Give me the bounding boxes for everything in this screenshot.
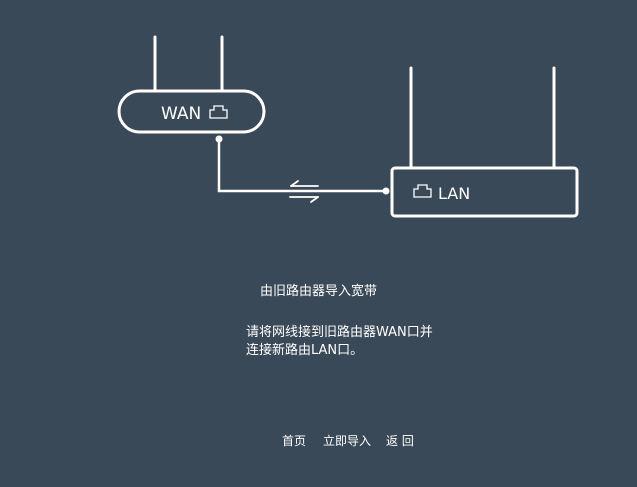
cable-end-wan — [215, 135, 223, 143]
bottom-navigation: 首页 立即导入 返 回 — [0, 433, 637, 451]
wan-port-label: WAN — [161, 104, 201, 124]
wan-port-icon — [209, 105, 228, 119]
instruction-line-2: 连接新路由LAN口。 — [246, 343, 364, 358]
network-cable — [217, 140, 386, 193]
new-router — [390, 66, 579, 218]
back-link[interactable]: 返 回 — [386, 434, 414, 448]
import-now-link[interactable]: 立即导入 — [323, 434, 372, 448]
lan-port-icon — [413, 184, 432, 198]
instruction-text: 请将网线接到旧路由器WAN口并 连接新路由LAN口。 — [246, 324, 506, 360]
lan-port-label: LAN — [438, 184, 470, 203]
home-link[interactable]: 首页 — [282, 434, 307, 448]
old-router-body — [117, 89, 266, 134]
old-router — [117, 35, 266, 134]
bidirectional-arrows-icon — [289, 180, 319, 203]
cable-end-lan — [382, 187, 390, 195]
instruction-line-1: 请将网线接到旧路由器WAN口并 — [246, 325, 433, 340]
new-router-body — [390, 166, 579, 218]
page-title: 由旧路由器导入宽带 — [259, 284, 377, 299]
